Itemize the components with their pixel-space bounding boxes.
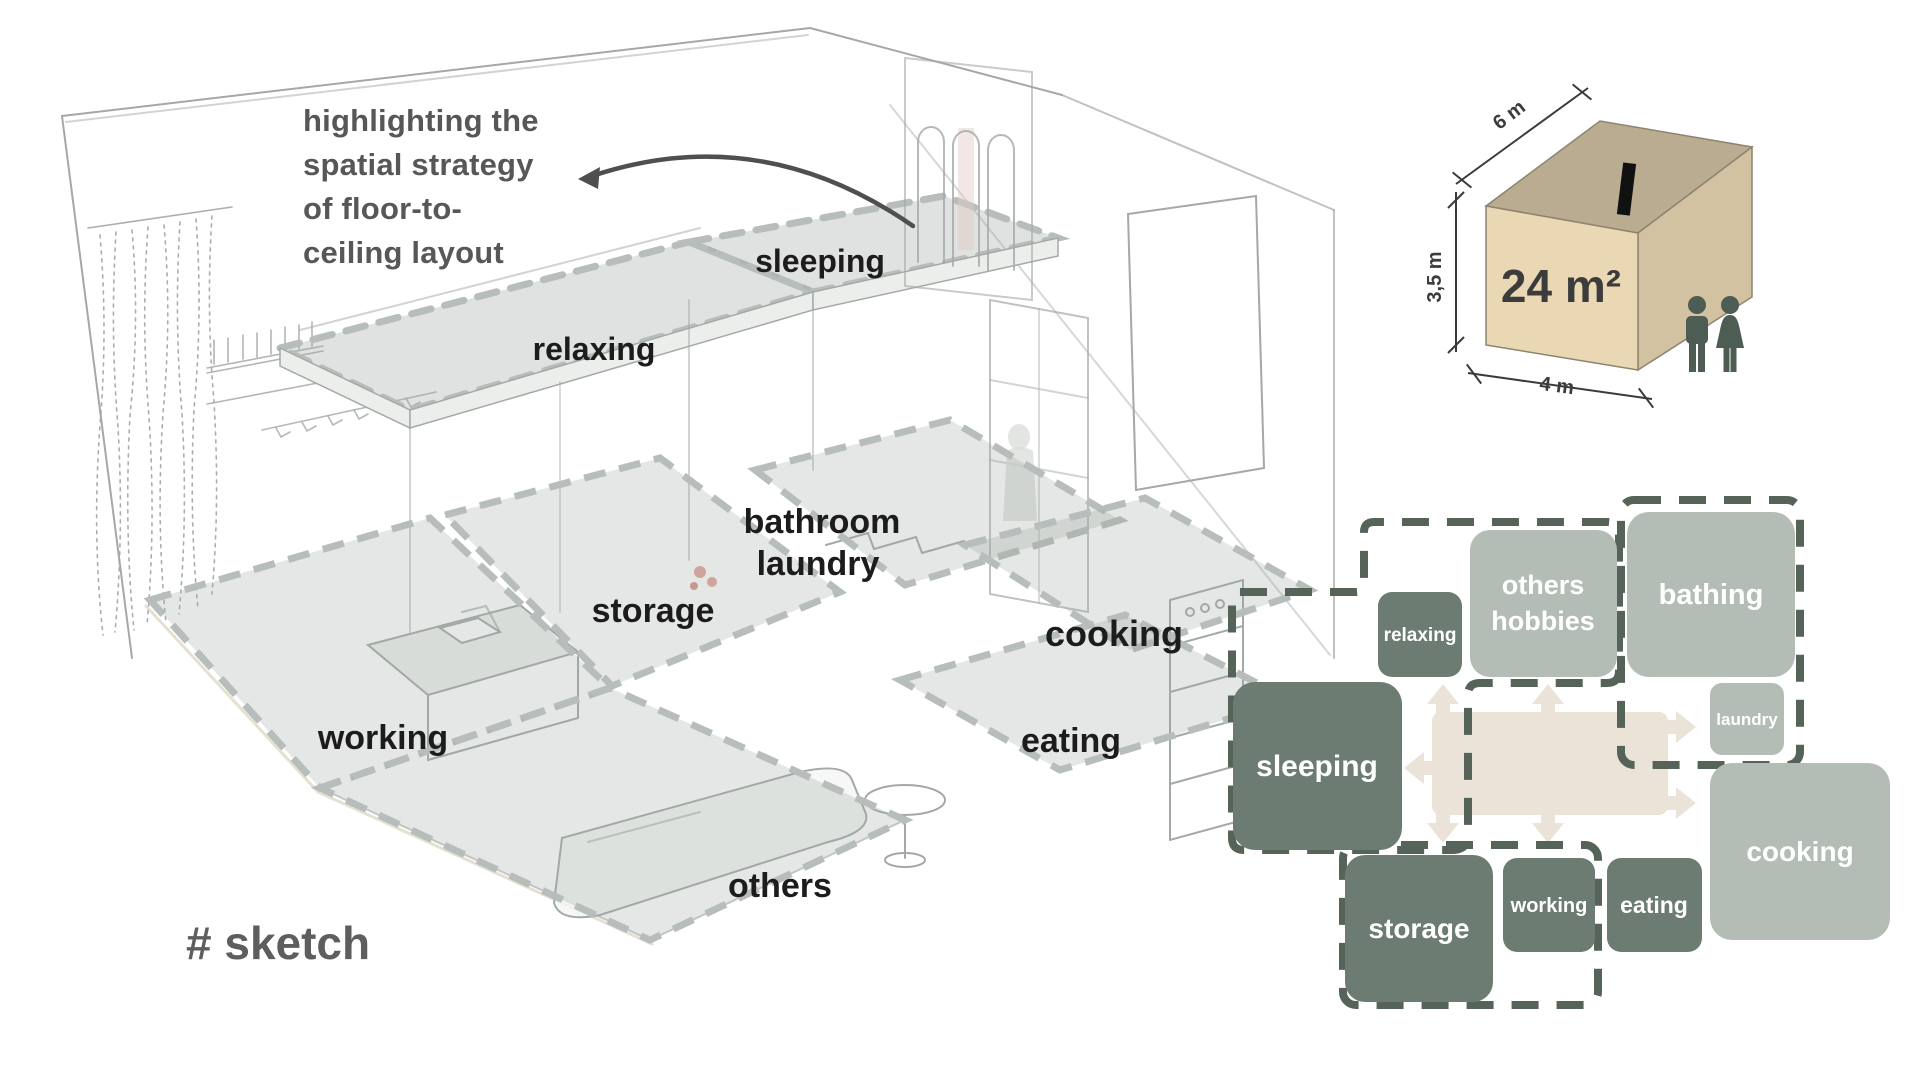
annotation-arrow [578, 154, 916, 229]
bubble-box-eating: eating [1607, 858, 1702, 952]
chimney-mark [1616, 162, 1637, 216]
annotation-line: highlighting the [303, 103, 539, 138]
group-storage-outline [1339, 841, 1602, 1009]
zone-eating [891, 611, 1300, 774]
bubble-label-storage: storage [1368, 913, 1469, 944]
zone-bathroom [747, 416, 1129, 589]
zone-working [143, 514, 617, 793]
label-cooking: cooking [1045, 613, 1183, 654]
arched-wardrobe-sketch [904, 56, 1033, 302]
bubble-label-eating: eating [1620, 892, 1688, 918]
arrow-right-icon [1666, 711, 1696, 743]
box-front-face [1485, 205, 1639, 371]
arrow-down-icon [1427, 813, 1459, 843]
slide-title: # sketch [186, 917, 371, 969]
arrow-right-icon [1666, 787, 1696, 819]
room-sketch [61, 27, 1335, 946]
loft-platforms-sketch [269, 192, 1071, 641]
label-bathroom: bathroom [744, 503, 901, 541]
dimension-lines [1447, 83, 1654, 409]
bubble-label-relaxing: relaxing [1384, 625, 1457, 646]
bubble-box-working: working [1503, 858, 1595, 952]
annotation-line: of floor-to- [303, 191, 463, 226]
label-storage: storage [592, 592, 715, 630]
zone-others [310, 684, 914, 944]
annotation-line: ceiling layout [303, 235, 504, 270]
height-label: 3,5 m [1424, 251, 1446, 302]
bubble-box-storage: storage [1345, 855, 1493, 1002]
width-label: 6 m [1489, 96, 1530, 134]
label-relaxing: relaxing [533, 331, 656, 367]
arrowhead-icon [578, 167, 600, 189]
bubble-box-others-hobbies: others hobbies [1470, 530, 1617, 677]
label-eating: eating [1021, 722, 1121, 760]
annotation-note: highlighting the spatial strategy of flo… [303, 99, 583, 275]
arrow-up-icon [1532, 684, 1564, 714]
label-others: others [728, 867, 832, 905]
bubble-box-cooking: cooking [1710, 763, 1890, 940]
bed-sketch [552, 566, 946, 919]
bubble-box-laundry: laundry [1710, 683, 1784, 755]
bubble-box-bathing: bathing [1627, 512, 1795, 677]
arrow-down-icon [1532, 813, 1564, 843]
dashed-group-outlines [1228, 496, 1804, 1009]
bubble-label-cooking: cooking [1746, 836, 1853, 867]
zone-storage [438, 454, 848, 691]
bubble-label-laundry: laundry [1716, 710, 1778, 729]
sketch-zone-labels: sleeping relaxing bathroom laundry stora… [317, 243, 1183, 905]
bubble-diagram: relaxing others hobbies bathing laundry … [1228, 496, 1890, 1009]
female-figure-icon [1716, 296, 1744, 372]
label-laundry: laundry [757, 545, 880, 583]
desk-sketch [365, 603, 581, 762]
bubble-label-bathing: bathing [1659, 579, 1764, 611]
annotation-line: spatial strategy [303, 147, 534, 182]
connector-block [1404, 684, 1696, 843]
label-sleeping: sleeping [755, 243, 885, 279]
bubble-label-working: working [1510, 895, 1588, 917]
canvas-frame-sketch [1126, 194, 1266, 492]
area-label: 24 m² [1501, 260, 1621, 312]
arrow-left-icon [1404, 752, 1434, 784]
arrow-up-icon [1427, 684, 1459, 714]
male-figure-icon [1686, 296, 1708, 372]
dimension-box-diagram: 24 m² 6 m 3,5 m 4 m [1424, 83, 1754, 409]
zone-overlays [143, 416, 1319, 944]
bubble-label-hobbies: hobbies [1491, 606, 1595, 636]
bubble-label-others: others [1502, 570, 1585, 600]
curtain-sketch [87, 206, 233, 636]
depth-label: 4 m [1538, 373, 1575, 400]
bubble-box-sleeping: sleeping [1233, 682, 1402, 850]
bubble-label-sleeping: sleeping [1256, 750, 1378, 783]
group-private-outline [1228, 518, 1623, 854]
group-bathing-outline [1617, 496, 1804, 769]
label-working: working [317, 719, 448, 757]
bubble-box-relaxing: relaxing [1378, 592, 1462, 677]
